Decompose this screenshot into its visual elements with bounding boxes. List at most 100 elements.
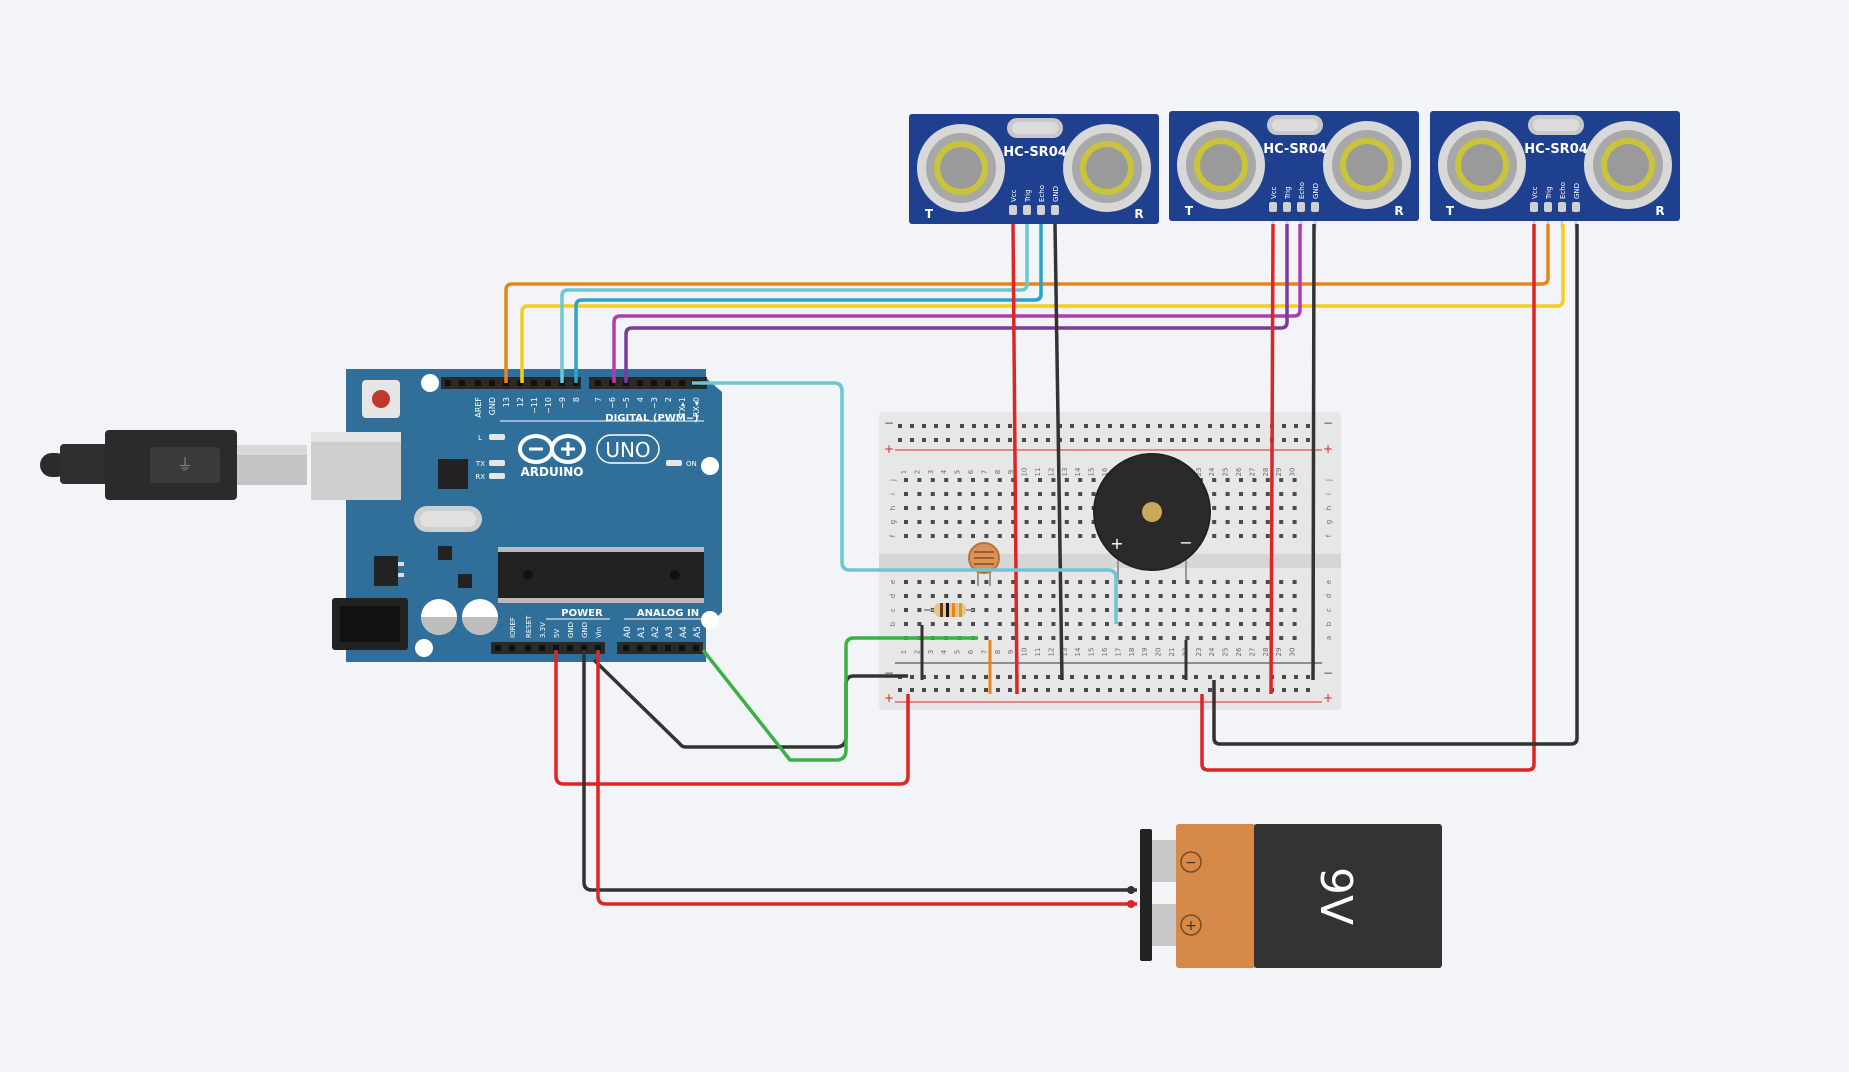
breadboard-hole[interactable]	[1038, 506, 1042, 510]
rail-hole[interactable]	[946, 675, 950, 679]
breadboard-hole[interactable]	[1239, 594, 1243, 598]
rail-hole[interactable]	[1132, 688, 1136, 692]
digital-pin-hole[interactable]	[545, 380, 551, 386]
breadboard-hole[interactable]	[1239, 506, 1243, 510]
breadboard-hole[interactable]	[997, 492, 1002, 496]
breadboard-hole[interactable]	[1051, 534, 1056, 538]
breadboard-hole[interactable]	[1024, 636, 1029, 640]
breadboard-hole[interactable]	[1172, 608, 1176, 612]
breadboard-hole[interactable]	[1024, 492, 1029, 496]
breadboard-hole[interactable]	[1279, 506, 1284, 510]
breadboard-hole[interactable]	[1051, 506, 1056, 510]
rail-hole[interactable]	[1244, 675, 1248, 679]
rail-hole[interactable]	[1158, 688, 1162, 692]
breadboard-hole[interactable]	[930, 580, 935, 584]
breadboard-hole[interactable]	[1064, 506, 1069, 510]
rail-hole[interactable]	[1244, 424, 1248, 428]
breadboard-hole[interactable]	[904, 492, 908, 496]
breadboard-hole[interactable]	[957, 520, 962, 524]
breadboard-hole[interactable]	[1064, 478, 1069, 482]
rail-hole[interactable]	[910, 424, 914, 428]
rail-hole[interactable]	[934, 424, 938, 428]
rail-hole[interactable]	[946, 688, 950, 692]
breadboard-hole[interactable]	[1252, 506, 1257, 510]
breadboard-hole[interactable]	[1078, 608, 1083, 612]
breadboard-hole[interactable]	[997, 520, 1002, 524]
breadboard-hole[interactable]	[1252, 520, 1257, 524]
breadboard-hole[interactable]	[1078, 622, 1083, 626]
wire-red-vcc-2[interactable]	[1269, 223, 1275, 695]
rail-hole[interactable]	[960, 688, 964, 692]
rail-hole[interactable]	[1046, 675, 1050, 679]
breadboard-hole[interactable]	[930, 534, 935, 538]
breadboard-hole[interactable]	[1292, 520, 1297, 524]
rail-hole[interactable]	[1306, 675, 1310, 679]
breadboard-hole[interactable]	[1011, 478, 1016, 482]
rail-hole[interactable]	[1108, 438, 1112, 442]
breadboard-hole[interactable]	[1078, 478, 1083, 482]
wire-black-gnd-2[interactable]	[1311, 223, 1316, 681]
breadboard-hole[interactable]	[1091, 622, 1096, 626]
sensor-pin[interactable]	[1572, 202, 1580, 212]
breadboard-hole[interactable]	[971, 580, 975, 584]
breadboard-hole[interactable]	[971, 492, 975, 496]
breadboard-hole[interactable]	[1225, 580, 1230, 584]
breadboard-hole[interactable]	[1038, 622, 1042, 626]
breadboard-hole[interactable]	[904, 534, 908, 538]
breadboard-hole[interactable]	[1064, 492, 1069, 496]
breadboard-hole[interactable]	[984, 478, 989, 482]
breadboard-hole[interactable]	[1011, 580, 1016, 584]
breadboard-hole[interactable]	[904, 594, 908, 598]
power-pin-hole[interactable]	[553, 645, 559, 651]
breadboard-hole[interactable]	[1212, 534, 1217, 538]
power-pin-hole[interactable]	[581, 645, 587, 651]
breadboard-hole[interactable]	[917, 478, 922, 482]
rail-hole[interactable]	[1282, 688, 1286, 692]
header-pin-hole[interactable]	[459, 380, 465, 386]
wire-blue-echo[interactable]	[574, 224, 1043, 383]
breadboard-hole[interactable]	[1038, 492, 1042, 496]
wire-cyan-buzzer[interactable]	[692, 381, 1118, 624]
rail-hole[interactable]	[1208, 688, 1212, 692]
rail-hole[interactable]	[1146, 675, 1150, 679]
breadboard-hole[interactable]	[1265, 636, 1270, 640]
breadboard-hole[interactable]	[1212, 506, 1217, 510]
breadboard-hole[interactable]	[1091, 520, 1096, 524]
breadboard-hole[interactable]	[930, 478, 935, 482]
battery-9v[interactable]: − + 9V	[1127, 824, 1442, 968]
breadboard-hole[interactable]	[997, 608, 1002, 612]
rail-hole[interactable]	[984, 424, 988, 428]
breadboard-hole[interactable]	[1252, 492, 1257, 496]
breadboard-hole[interactable]	[944, 580, 949, 584]
breadboard-hole[interactable]	[1239, 622, 1243, 626]
rail-hole[interactable]	[1220, 675, 1224, 679]
breadboard-hole[interactable]	[1078, 492, 1083, 496]
rail-hole[interactable]	[1046, 424, 1050, 428]
breadboard-hole[interactable]	[1145, 594, 1150, 598]
rail-hole[interactable]	[946, 424, 950, 428]
breadboard-hole[interactable]	[971, 506, 975, 510]
rail-hole[interactable]	[1282, 675, 1286, 679]
breadboard-hole[interactable]	[1105, 636, 1109, 640]
rail-hole[interactable]	[1070, 675, 1074, 679]
breadboard-hole[interactable]	[957, 492, 962, 496]
breadboard-hole[interactable]	[1252, 608, 1257, 612]
breadboard-hole[interactable]	[904, 506, 908, 510]
breadboard-hole[interactable]	[917, 520, 922, 524]
breadboard-hole[interactable]	[1011, 594, 1016, 598]
rail-hole[interactable]	[1120, 688, 1124, 692]
rail-hole[interactable]	[922, 438, 926, 442]
photoresistor[interactable]	[968, 542, 1000, 586]
rail-hole[interactable]	[1256, 424, 1260, 428]
breadboard-hole[interactable]	[1131, 636, 1136, 640]
rail-hole[interactable]	[1046, 688, 1050, 692]
rail-hole[interactable]	[1244, 688, 1248, 692]
breadboard-hole[interactable]	[957, 506, 962, 510]
power-pin-hole[interactable]	[539, 645, 545, 651]
breadboard-hole[interactable]	[1239, 636, 1243, 640]
breadboard-hole[interactable]	[1292, 594, 1297, 598]
power-header[interactable]	[491, 642, 605, 654]
rail-hole[interactable]	[1220, 438, 1224, 442]
wire-black-battery[interactable]	[582, 650, 1137, 892]
breadboard-hole[interactable]	[957, 580, 962, 584]
